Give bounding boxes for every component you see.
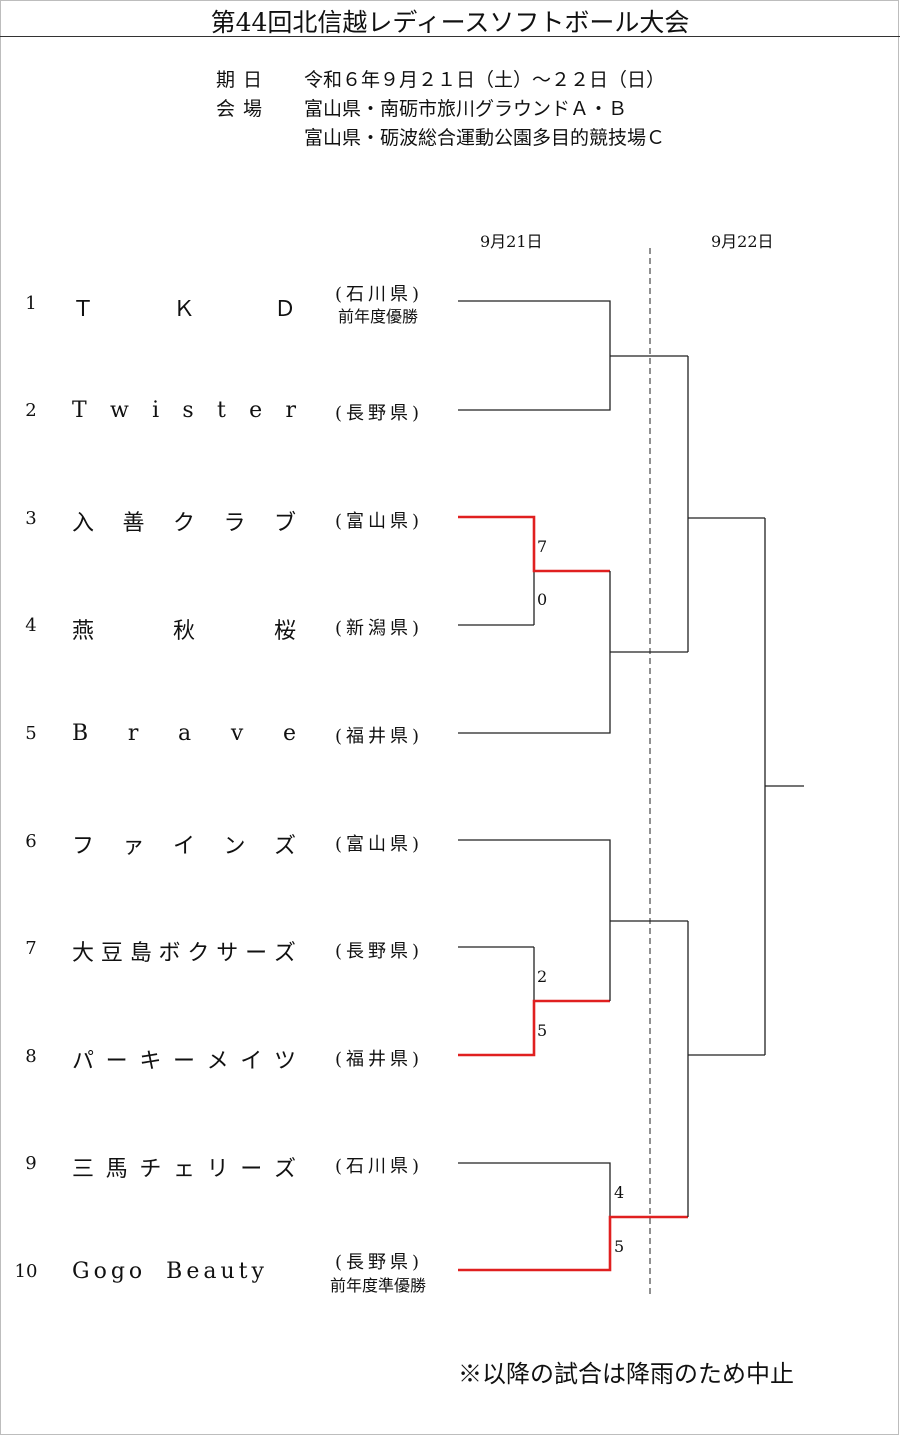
team-prefecture: (長野県) bbox=[334, 403, 424, 424]
bracket-line bbox=[458, 571, 611, 734]
score: 7 bbox=[537, 537, 548, 556]
team-note: 前年度準優勝 bbox=[329, 1276, 426, 1295]
winner-line bbox=[458, 999, 610, 1057]
score: 4 bbox=[614, 1183, 625, 1202]
page-title: 第44回北信越レディースソフトボール大会 bbox=[210, 8, 690, 37]
team-number: 1 bbox=[25, 293, 37, 314]
team-number: 5 bbox=[25, 723, 37, 744]
bracket-line bbox=[458, 839, 611, 1001]
team-prefecture: (富山県) bbox=[334, 834, 424, 855]
team-number: 3 bbox=[25, 508, 37, 529]
bracket-line bbox=[458, 1162, 611, 1217]
team-note: 前年度優勝 bbox=[337, 307, 418, 326]
team-number: 7 bbox=[25, 938, 37, 959]
date-value: 令和６年９月２１日（土）～２２日（日） bbox=[304, 69, 666, 91]
bracket-line bbox=[458, 300, 611, 411]
team-number: 6 bbox=[25, 831, 37, 852]
title-divider bbox=[0, 36, 900, 37]
rain-cancellation-note: ※以降の試合は降雨のため中止 bbox=[458, 1360, 794, 1388]
day2-header: 9月22日 bbox=[711, 232, 774, 251]
team-prefecture: (石川県) bbox=[334, 1156, 424, 1177]
winner-line bbox=[458, 515, 610, 573]
team-name: 入善クラブ bbox=[72, 511, 296, 536]
team-name: ファインズ bbox=[72, 834, 296, 859]
date-label: 期日 bbox=[216, 69, 271, 91]
venue-label: 会場 bbox=[216, 98, 271, 120]
venue-1: 富山県・南砺市旅川グラウンドＡ・Ｂ bbox=[304, 98, 628, 120]
team-number: 4 bbox=[25, 615, 37, 636]
team-prefecture: (福井県) bbox=[334, 726, 424, 747]
team-number: 10 bbox=[14, 1261, 38, 1282]
team-name: パーキーメイツ bbox=[72, 1049, 296, 1074]
team-name: 燕秋桜 bbox=[72, 619, 296, 644]
day1-header: 9月21日 bbox=[480, 232, 543, 251]
score: 5 bbox=[537, 1021, 548, 1040]
team-prefecture: (福井県) bbox=[334, 1049, 424, 1070]
team-number: 2 bbox=[25, 400, 37, 421]
team-number: 8 bbox=[25, 1046, 37, 1067]
score: 0 bbox=[537, 590, 548, 609]
team-prefecture: (富山県) bbox=[334, 511, 424, 532]
score: 5 bbox=[614, 1237, 625, 1256]
team-prefecture: (長野県) bbox=[334, 1252, 424, 1273]
team-prefecture: (長野県) bbox=[334, 941, 424, 962]
winner-line bbox=[458, 1215, 688, 1272]
venue-2: 富山県・砺波総合運動公園多目的競技場Ｃ bbox=[304, 127, 666, 149]
team-prefecture: (新潟県) bbox=[334, 618, 424, 639]
team-number: 9 bbox=[25, 1153, 37, 1174]
team-name: 三馬チェリーズ bbox=[72, 1157, 296, 1182]
score: 2 bbox=[537, 967, 548, 986]
team-name: 大豆島ボクサーズ bbox=[72, 941, 296, 966]
team-prefecture: (石川県) bbox=[334, 284, 424, 305]
